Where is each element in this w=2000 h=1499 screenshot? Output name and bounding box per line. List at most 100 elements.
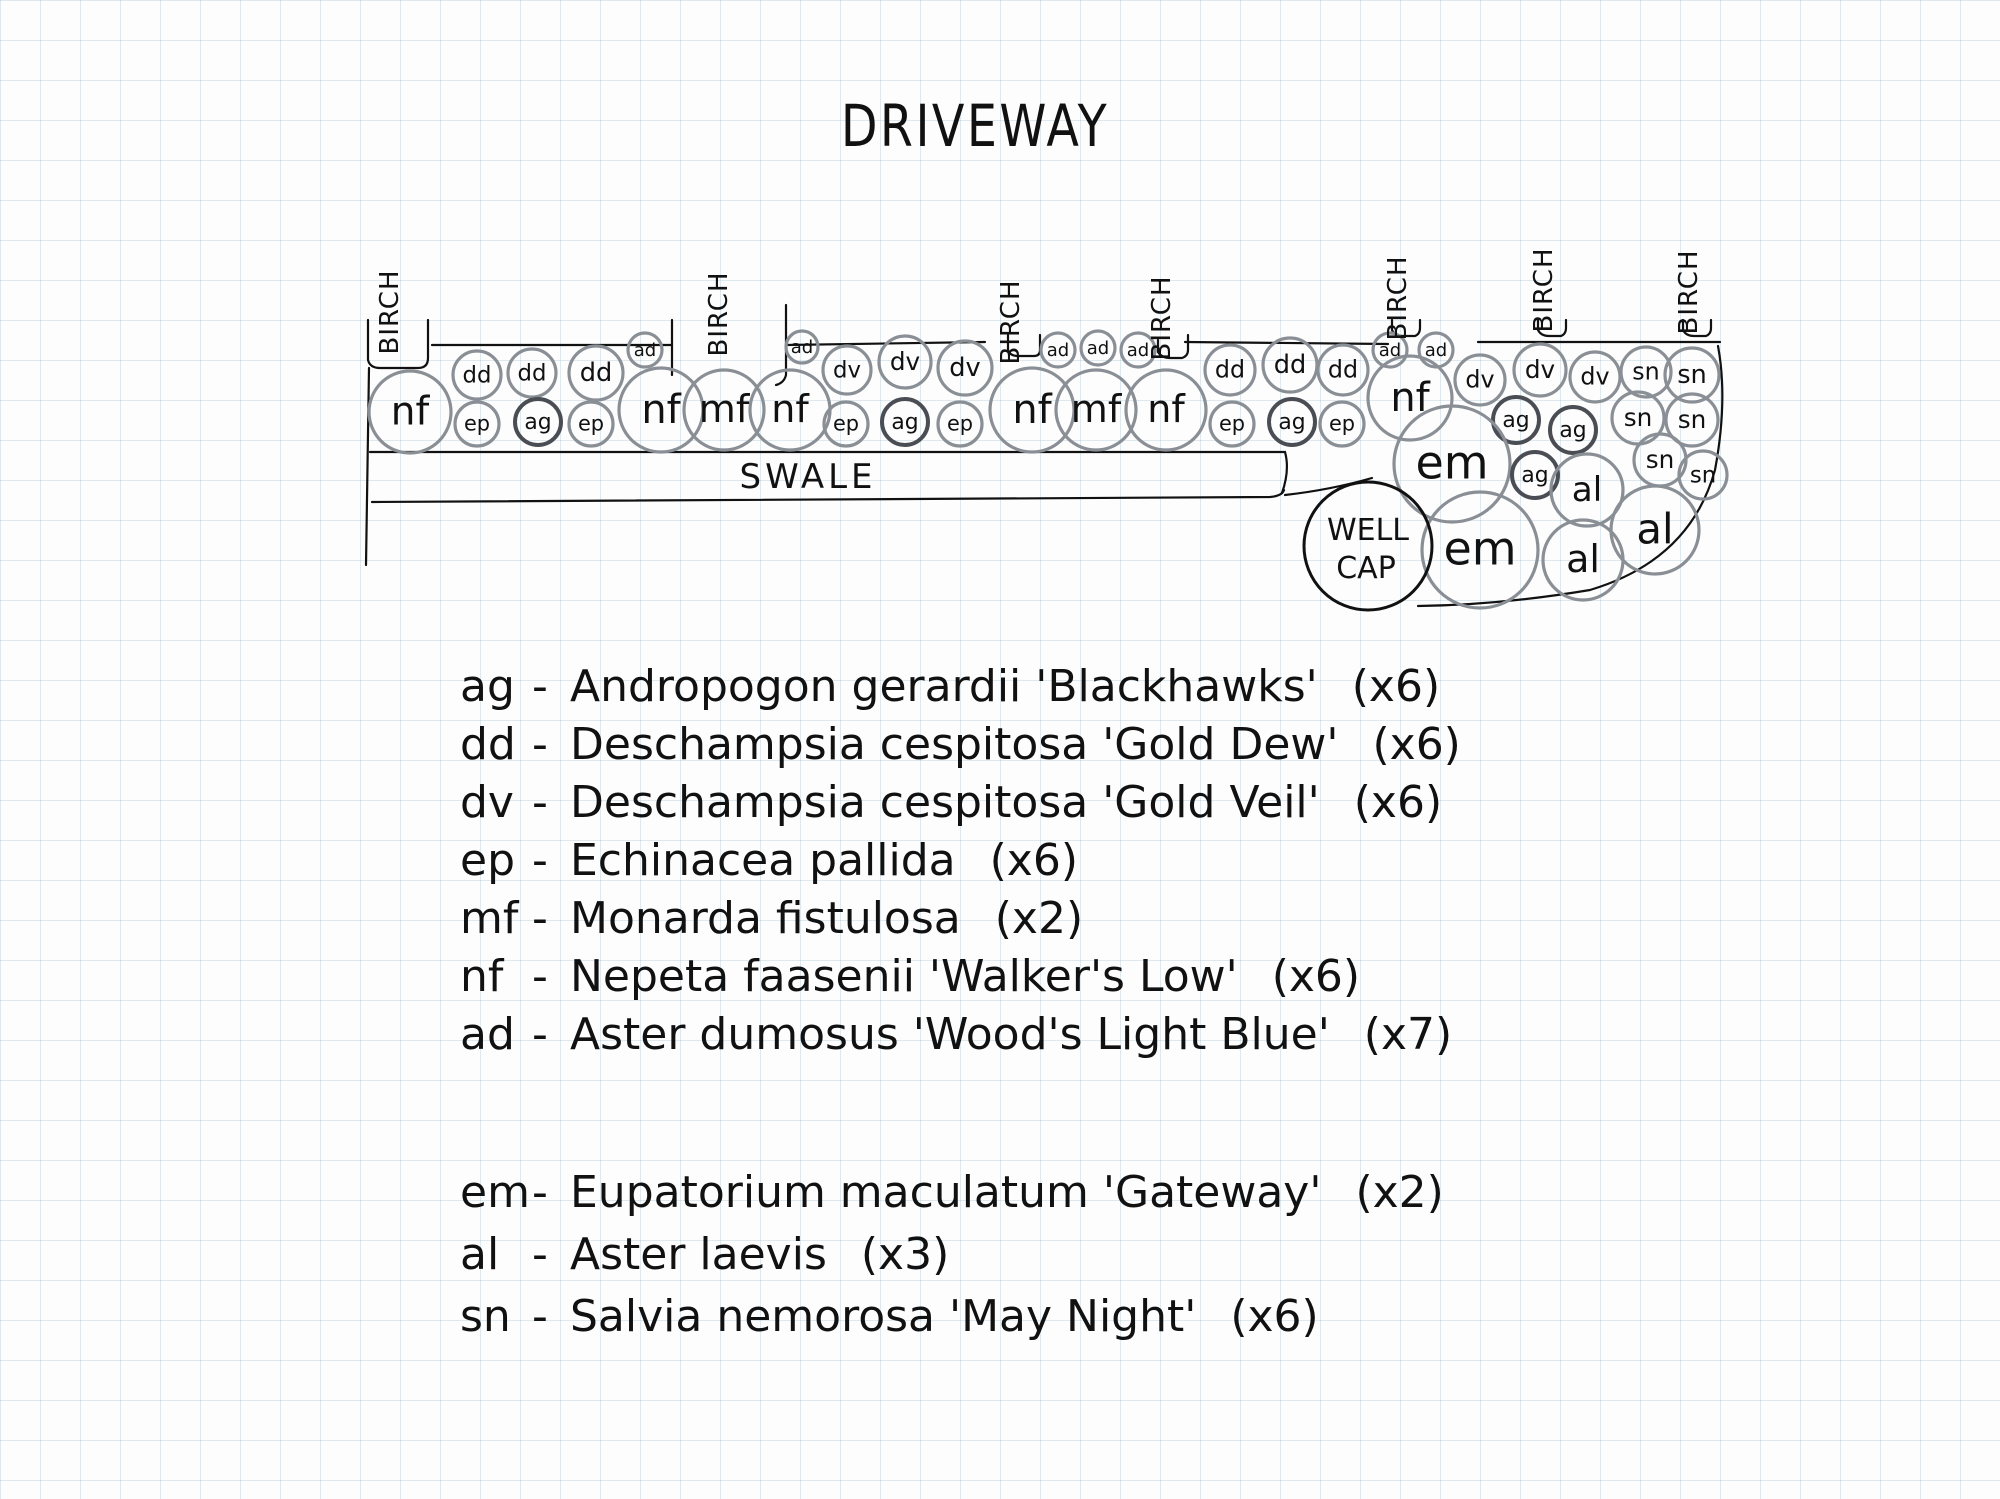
legend-name: Deschampsia cespitosa 'Gold Veil' (570, 777, 1320, 828)
legend-count: (x2) (994, 893, 1084, 944)
plant-ag-label: ag (891, 410, 918, 435)
plant-nf-label: nf (771, 387, 810, 431)
plant-dv-circle (1453, 353, 1507, 407)
plant-ad-label: ad (1047, 340, 1069, 361)
legend-name: Nepeta faasenii 'Walker's Low' (570, 951, 1238, 1002)
plant-nf-circle (367, 369, 453, 455)
birch-label: BIRCH (704, 272, 734, 357)
legend-name: Monarda fistulosa (570, 893, 961, 944)
well-cap-label-line-1: WELL (1327, 513, 1409, 548)
legend-count: (x3) (860, 1229, 950, 1280)
page-title: DRIVEWAY (840, 92, 1110, 160)
legend-dash: - (532, 1291, 548, 1342)
legend-dash: - (532, 893, 548, 944)
plant-layer (367, 329, 1729, 610)
plant-sn-circle (1664, 392, 1720, 448)
plant-dd-circle (1203, 343, 1257, 397)
plant-ad-circle (1039, 331, 1077, 369)
plant-em-circle (1420, 490, 1540, 610)
plant-dv-label: dv (1465, 366, 1494, 394)
plant-dv-circle (821, 344, 873, 396)
plant-sn-label: sn (1678, 405, 1707, 434)
plant-ag-circle (880, 397, 930, 447)
plant-dv-label: dv (833, 357, 861, 383)
plant-ep-circle (1208, 400, 1256, 448)
plant-sn-circle (1619, 345, 1673, 399)
birch-label: BIRCH (375, 270, 405, 355)
plant-ep-circle (936, 400, 984, 448)
legend-code: dv (460, 777, 514, 828)
legend-dash: - (532, 1167, 548, 1218)
legend-row: ag-Andropogon gerardii 'Blackhawks'(x6) (460, 658, 1461, 716)
bed-structure (364, 303, 1724, 608)
plant-ep-label: ep (464, 412, 490, 436)
plant-nf-label: nf (391, 389, 431, 434)
plant-dv-label: dv (1525, 355, 1555, 384)
legend-row: dd-Deschampsia cespitosa 'Gold Dew'(x6) (460, 716, 1461, 774)
plant-ad-label: ad (1127, 340, 1149, 361)
legend-dash: - (532, 1229, 548, 1280)
well-cap-circle (1302, 480, 1434, 612)
plant-ad-circle (626, 331, 664, 369)
plant-nf-label: nf (641, 387, 681, 433)
plant-al-circle (1549, 452, 1625, 528)
plant-ep-label: ep (1219, 412, 1245, 436)
plant-ad-label: ad (1087, 338, 1109, 359)
plant-sn-circle (1677, 449, 1729, 501)
plant-nf-label: nf (1012, 387, 1052, 433)
swale-bottom-line (370, 488, 1286, 504)
plant-ep-label: ep (833, 412, 859, 436)
plant-dd-circle (567, 344, 625, 402)
plant-nf-circle (1366, 354, 1454, 442)
legend-row: sn-Salvia nemorosa 'May Night'(x6) (460, 1286, 1444, 1348)
plant-mf-label: mf (699, 387, 751, 431)
legend-count: (x6) (1353, 777, 1443, 828)
plant-ad-label: ad (634, 340, 656, 361)
plant-sn-label: sn (1624, 403, 1653, 432)
plant-ad-label: ad (1425, 340, 1447, 361)
plant-sn-label: sn (1690, 462, 1716, 488)
plant-ep-circle (453, 400, 501, 448)
plant-ad-circle (1119, 331, 1157, 369)
plant-ad-circle (1371, 331, 1409, 369)
legend-name: Deschampsia cespitosa 'Gold Dew' (570, 719, 1339, 770)
birch-label: BIRCH (996, 280, 1026, 365)
legend-code: em (460, 1167, 530, 1218)
swale-top-line (368, 450, 1289, 495)
plant-legend-right-bed: em-Eupatorium maculatum 'Gateway'(x2)al-… (460, 1162, 1444, 1348)
plant-dv-circle (877, 334, 933, 390)
plant-mf-label: mf (1071, 387, 1123, 431)
birch-bracket-4 (1156, 333, 1190, 360)
plant-ag-label: ag (1559, 418, 1586, 443)
plant-ep-circle (1318, 400, 1366, 448)
birch-label: BIRCH (1674, 250, 1704, 335)
legend-row: al-Aster laevis(x3) (460, 1224, 1444, 1286)
legend-name: Aster laevis (570, 1229, 827, 1280)
legend-code: sn (460, 1291, 511, 1342)
plant-em-label: em (1443, 522, 1516, 576)
plant-ag-label: ag (1278, 410, 1305, 435)
plant-al-label: al (1566, 537, 1600, 581)
plant-mf-circle (1054, 368, 1138, 452)
birch-bracket-6 (1536, 318, 1568, 338)
legend-row: nf-Nepeta faasenii 'Walker's Low'(x6) (460, 948, 1461, 1006)
plant-dd-circle (506, 347, 558, 399)
plant-ag-circle (1491, 395, 1541, 445)
plant-dd-circle (451, 349, 503, 401)
legend-count: (x6) (1372, 719, 1461, 770)
birch-label: BIRCH (1529, 248, 1559, 333)
plant-al-label: al (1636, 504, 1673, 553)
legend-code: dd (460, 719, 516, 770)
plant-dv-label: dv (890, 347, 920, 376)
legend-count: (x2) (1355, 1167, 1444, 1218)
plant-ep-label: ep (1329, 412, 1355, 436)
plant-dv-label: dv (949, 353, 980, 383)
plant-sn-label: sn (1646, 445, 1675, 474)
plant-ep-label: ep (578, 412, 604, 436)
plant-nf-label: nf (1147, 387, 1186, 431)
plant-ad-label: ad (1379, 340, 1401, 361)
legend-code: ad (460, 1009, 515, 1060)
legend-name: Eupatorium maculatum 'Gateway' (570, 1167, 1322, 1218)
